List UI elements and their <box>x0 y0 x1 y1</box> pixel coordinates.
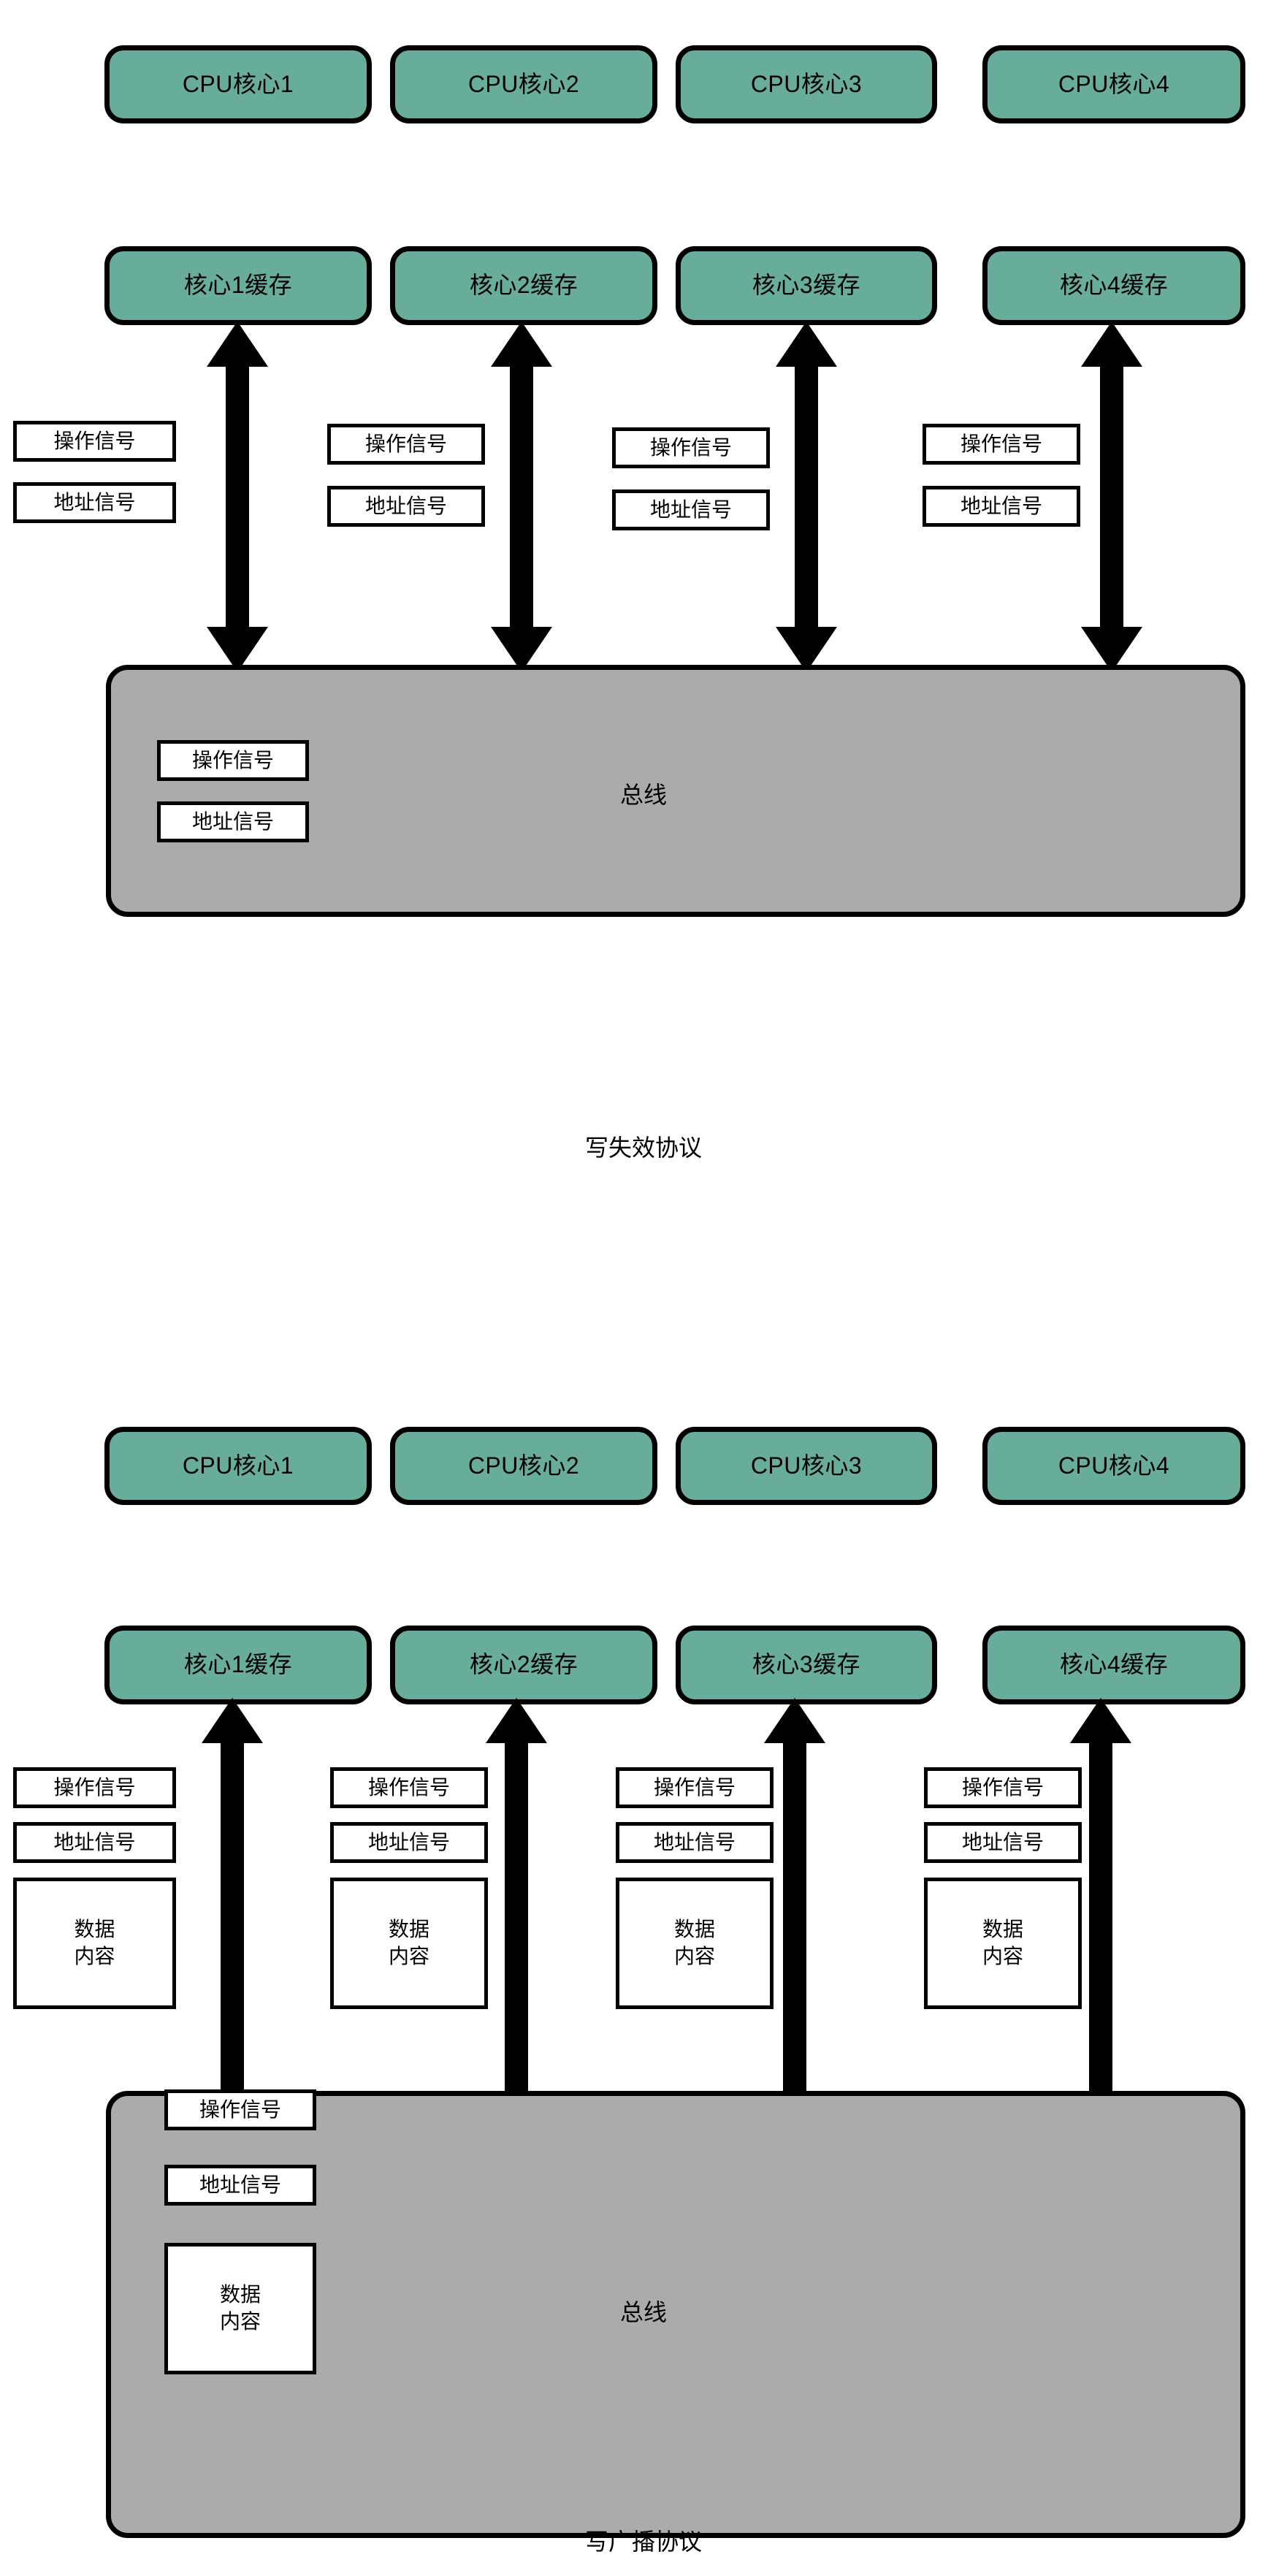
signal-box-operation: 操作信号 <box>924 1767 1082 1808</box>
signal-box-data: 数据 内容 <box>13 1878 176 2009</box>
signal-box-address: 地址信号 <box>612 489 770 530</box>
signal-box-address: 地址信号 <box>330 1822 488 1863</box>
signal-box-operation: 操作信号 <box>616 1767 774 1808</box>
cpu-core-box: CPU核心2 <box>390 1427 657 1505</box>
cpu-core-box: CPU核心1 <box>104 45 372 123</box>
bus-link-arrow <box>207 321 268 672</box>
cpu-core-box: CPU核心3 <box>676 1427 937 1505</box>
bus-label: 总线 <box>619 782 667 808</box>
cpu-core-box: CPU核心3 <box>676 45 937 123</box>
signal-box-data: 数据 内容 <box>924 1878 1082 2009</box>
cpu-core-box: CPU核心4 <box>982 45 1245 123</box>
cpu-core-box: CPU核心1 <box>104 1427 372 1505</box>
cache-box: 核心1缓存 <box>104 1626 372 1704</box>
bus-link-arrow <box>1081 321 1142 672</box>
signal-box-address: 地址信号 <box>616 1822 774 1863</box>
signal-box-operation: 操作信号 <box>13 1767 176 1808</box>
cache-box: 核心4缓存 <box>982 1626 1245 1704</box>
signal-box-operation: 操作信号 <box>330 1767 488 1808</box>
cpu-core-box: CPU核心2 <box>390 45 657 123</box>
cache-box: 核心2缓存 <box>390 1626 657 1704</box>
bus-link-arrow <box>202 1698 263 2136</box>
cache-box: 核心4缓存 <box>982 246 1245 325</box>
bus-link-arrow <box>776 321 837 672</box>
cache-box: 核心1缓存 <box>104 246 372 325</box>
bus-signal-box-data: 数据 内容 <box>164 2243 316 2374</box>
cache-box: 核心2缓存 <box>390 246 657 325</box>
bus-label: 总线 <box>619 2299 667 2325</box>
bus-signal-box-address: 地址信号 <box>164 2165 316 2206</box>
signal-box-address: 地址信号 <box>13 1822 176 1863</box>
signal-box-operation: 操作信号 <box>13 421 176 462</box>
signal-box-address: 地址信号 <box>13 482 176 523</box>
bus-box <box>106 665 1245 917</box>
signal-box-operation: 操作信号 <box>923 424 1080 465</box>
signal-box-data: 数据 内容 <box>330 1878 488 2009</box>
signal-box-data: 数据 内容 <box>616 1878 774 2009</box>
cpu-core-box: CPU核心4 <box>982 1427 1245 1505</box>
diagram-caption: 写广播协议 <box>584 2529 702 2555</box>
bus-link-arrow <box>491 321 552 672</box>
signal-box-operation: 操作信号 <box>612 427 770 468</box>
signal-box-operation: 操作信号 <box>327 424 485 465</box>
signal-box-address: 地址信号 <box>327 486 485 527</box>
bus-signal-box-operation: 操作信号 <box>164 2089 316 2130</box>
bus-signal-box-address: 地址信号 <box>157 801 309 842</box>
cache-box: 核心3缓存 <box>676 246 937 325</box>
signal-box-address: 地址信号 <box>924 1822 1082 1863</box>
bus-signal-box-operation: 操作信号 <box>157 740 309 781</box>
bus-link-arrow <box>486 1698 547 2136</box>
signal-box-address: 地址信号 <box>923 486 1080 527</box>
diagram-caption: 写失效协议 <box>584 1135 702 1161</box>
cache-box: 核心3缓存 <box>676 1626 937 1704</box>
